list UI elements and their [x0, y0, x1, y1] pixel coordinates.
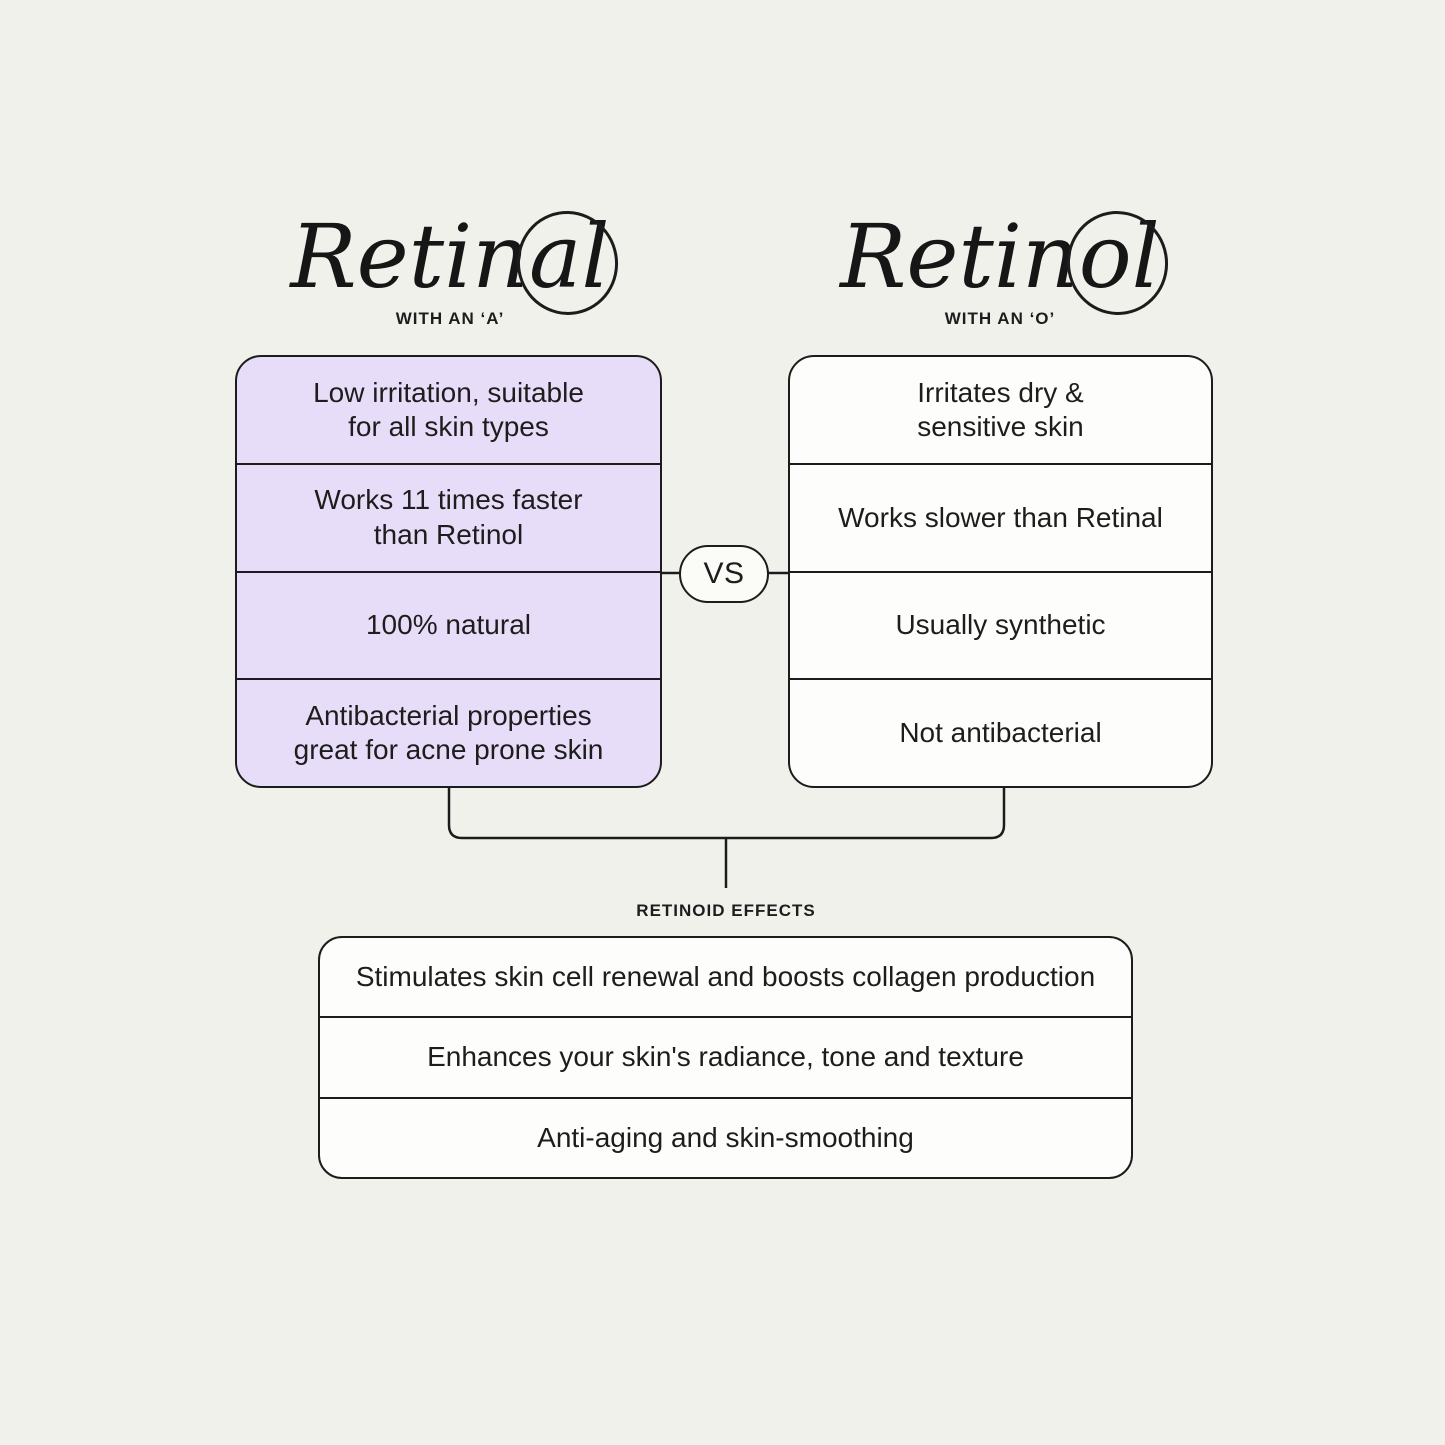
retinol-row-synthetic: Usually synthetic [790, 570, 1211, 679]
retinol-row-antibacterial: Not antibacterial [790, 678, 1211, 786]
effects-row-radiance: Enhances your skin's radiance, tone and … [320, 1016, 1131, 1096]
retinol-row-irritation: Irritates dry & sensitive skin [917, 376, 1084, 442]
effects-row-antiaging: Anti-aging and skin-smoothing [320, 1096, 1131, 1177]
retinoid-effects-card: Stimulates skin cell renewal and boosts … [318, 936, 1133, 1179]
retinol-row-speed: Works slower than Retinal [790, 462, 1211, 571]
bottom-bracket [447, 786, 1006, 840]
retinal-card: Low irritation, suitable for all skin ty… [235, 355, 662, 788]
retinol-subtitle: WITH AN ‘O’ [944, 309, 1056, 328]
retinoid-effects-label: RETINOID EFFECTS [636, 901, 816, 920]
retinal-subtitle: WITH AN ‘A’ [395, 309, 505, 328]
retinol-title-circled-letters: ol [1058, 203, 1177, 323]
retinal-title-circled-letters: al [508, 203, 626, 323]
retinol-title-pre: Retin [840, 205, 1079, 308]
retinal-row-speed: Works 11 times faster than Retinol [237, 462, 660, 571]
retinol-card: Irritates dry & sensitive skin Works slo… [788, 355, 1213, 788]
retinal-row-antibacterial: Antibacterial properties great for acne … [237, 678, 660, 786]
retinal-title-pre: Retin [290, 205, 529, 308]
retinal-row-natural: 100% natural [237, 570, 660, 679]
retinal-row-irritation: Low irritation, suitable for all skin ty… [313, 376, 584, 442]
vs-badge: VS [679, 545, 769, 603]
effects-row-collagen: Stimulates skin cell renewal and boosts … [355, 961, 1096, 993]
